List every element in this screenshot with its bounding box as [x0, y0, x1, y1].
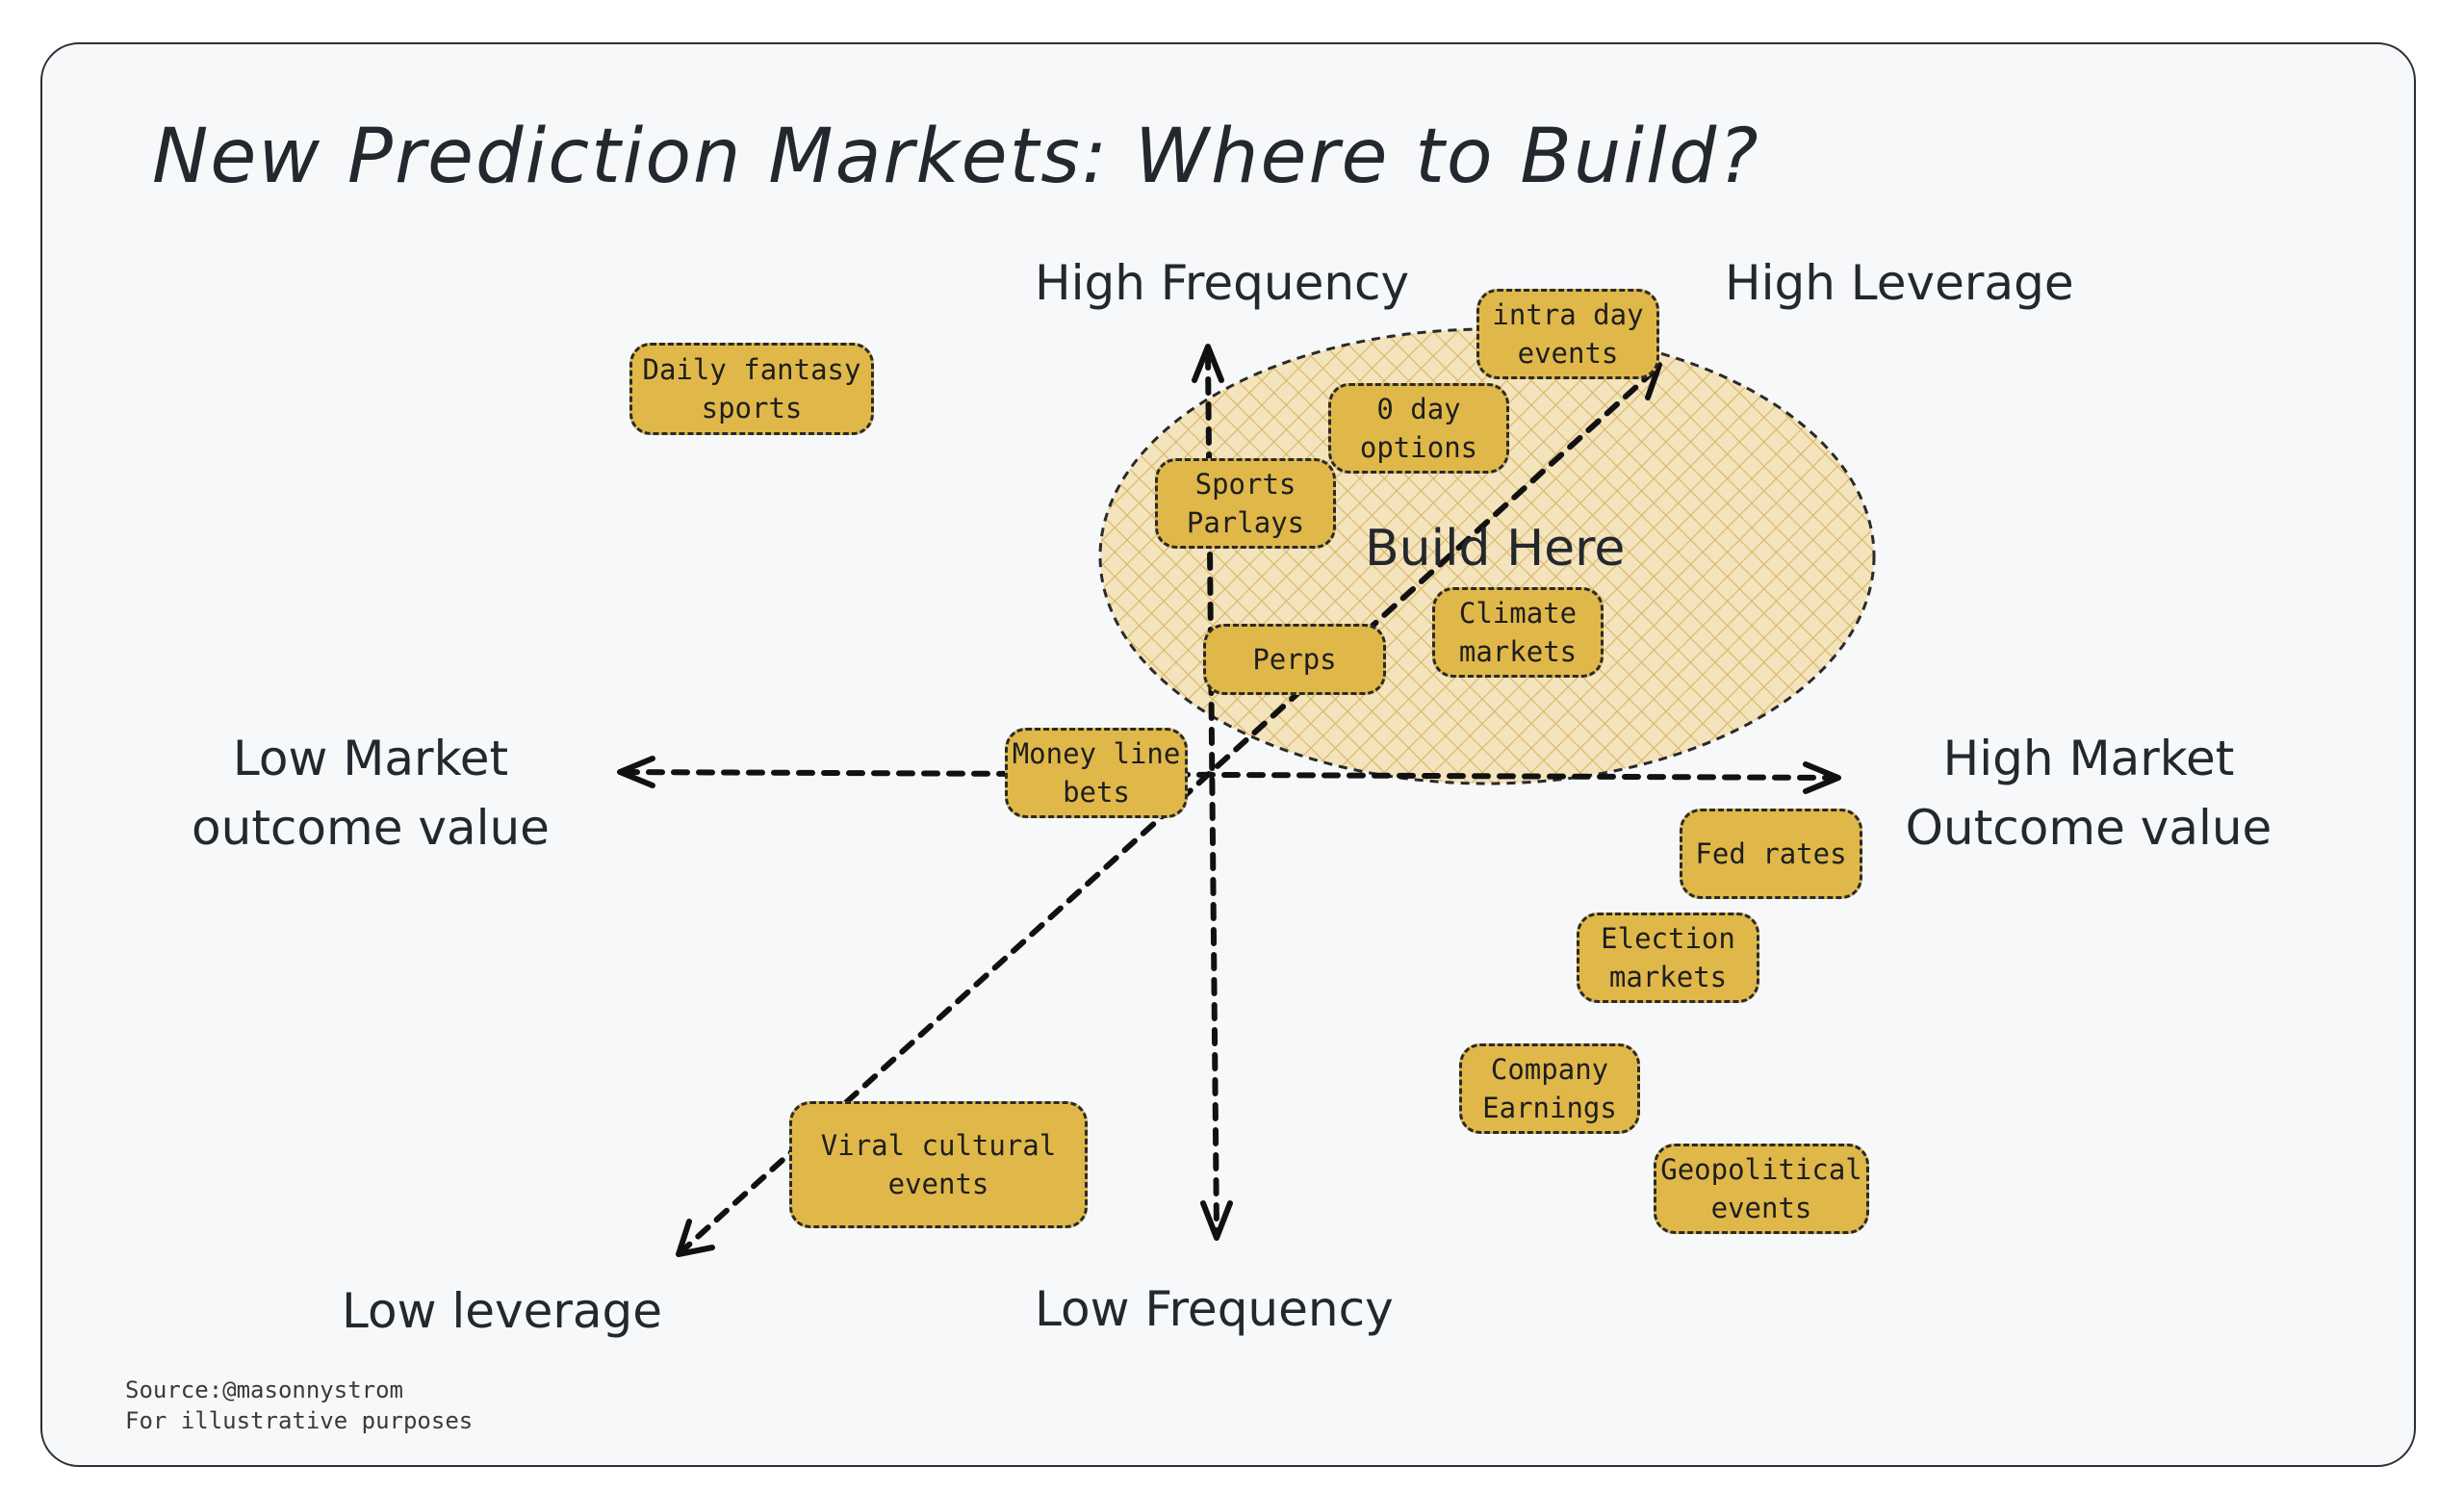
node-election-markets: Election markets [1577, 913, 1759, 1003]
source-note: Source:@masonnystrom For illustrative pu… [125, 1376, 474, 1434]
high-frequency-label: High Frequency [1035, 255, 1410, 311]
node-viral-cultural-events: Viral cultural events [789, 1101, 1088, 1228]
diagram-title: New Prediction Markets: Where to Build? [152, 114, 1760, 200]
leverage-low-arrowhead [676, 1219, 715, 1257]
node-geopolitical-events: Geopolitical events [1654, 1144, 1869, 1234]
market-value-axis [621, 769, 1836, 781]
node-sports-parlays: Sports Parlays [1155, 458, 1336, 549]
node-perps: Perps [1203, 624, 1386, 695]
node-0-day-options: 0 day options [1328, 383, 1509, 474]
market-value-right-arrowhead [1803, 761, 1841, 794]
node-company-earnings: Company Earnings [1459, 1043, 1640, 1134]
node-fed-rates: Fed rates [1680, 809, 1862, 899]
node-climate-markets: Climate markets [1432, 587, 1604, 678]
node-daily-fantasy-sports: Daily fantasy sports [629, 343, 874, 435]
low-market-value-label: Low Market outcome value [192, 731, 550, 856]
build-here-label: Build Here [1365, 520, 1626, 578]
high-market-value-label: High Market Outcome value [1905, 731, 2272, 856]
frequency-axis [1205, 351, 1219, 1233]
low-leverage-label: Low leverage [342, 1283, 663, 1339]
low-frequency-label: Low Frequency [1035, 1281, 1394, 1337]
frequency-down-arrowhead [1200, 1200, 1233, 1241]
node-intra-day-events: intra day events [1476, 289, 1659, 379]
node-money-line-bets: Money line bets [1005, 728, 1188, 818]
market-value-left-arrowhead [617, 756, 655, 788]
high-leverage-label: High Leverage [1725, 255, 2074, 311]
frequency-up-arrowhead [1192, 344, 1224, 383]
